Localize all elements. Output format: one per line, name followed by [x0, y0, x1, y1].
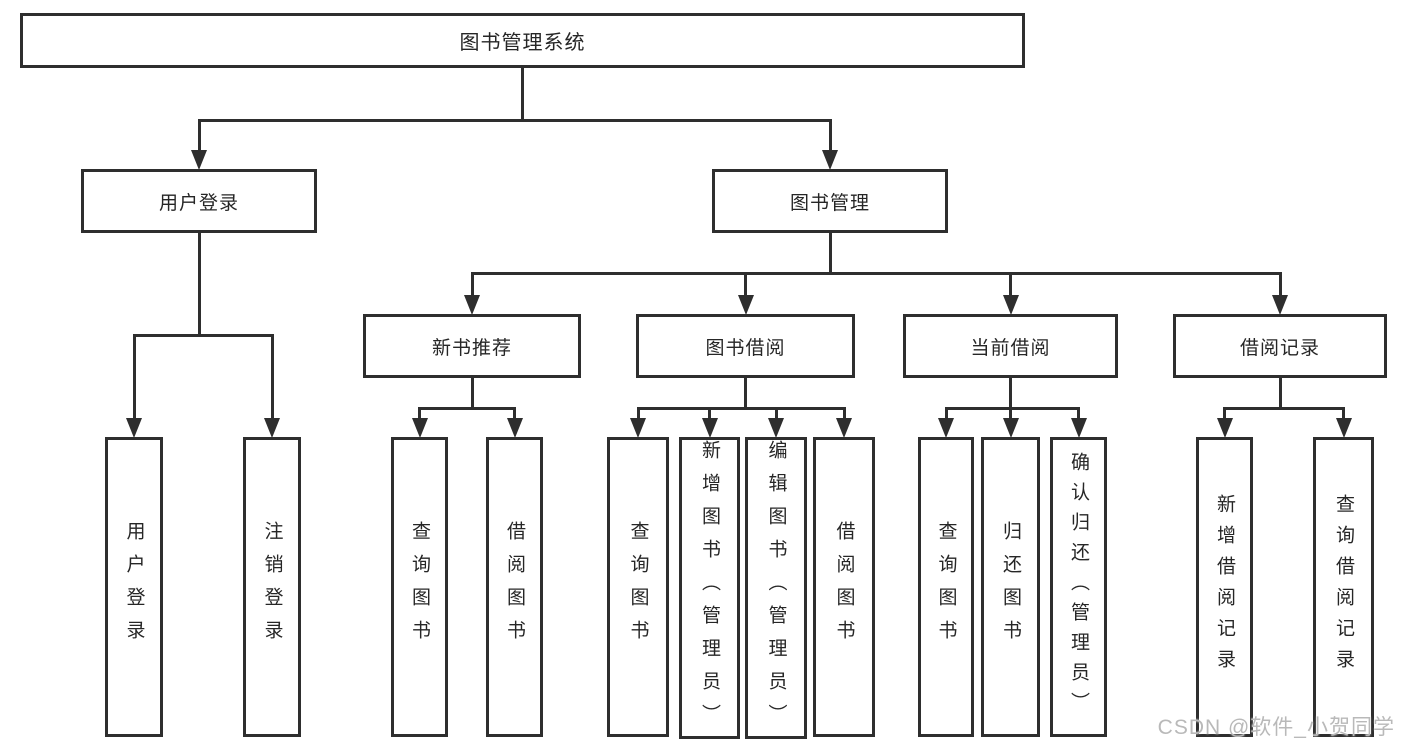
arrowhead-down-icon: [630, 418, 646, 438]
connector-line: [197, 120, 201, 154]
node-leaf-nbr-borrow-book: 借阅图书: [486, 437, 543, 737]
arrowhead-down-icon: [506, 418, 523, 438]
connector-line: [132, 333, 274, 337]
connector-line: [744, 376, 747, 410]
connector-line: [418, 406, 516, 410]
node-leaf-cb-query-book: 查询图书: [918, 437, 974, 737]
arrowhead-down-icon: [836, 418, 852, 438]
arrowhead-down-icon: [411, 418, 428, 438]
arrowhead-down-icon: [464, 295, 480, 315]
node-leaf-bb-query-book: 查询图书: [607, 437, 669, 737]
arrowhead-down-icon: [126, 418, 142, 438]
connector-line: [197, 231, 201, 337]
node-user-login: 用户登录: [81, 169, 317, 233]
node-leaf-cb-return-book: 归还图书: [981, 437, 1040, 737]
arrowhead-down-icon: [737, 295, 754, 315]
connector-line: [636, 406, 846, 410]
connector-line: [944, 406, 1080, 410]
connector-line: [744, 273, 747, 299]
node-leaf-bb-edit-book: 编辑图书（管理员）: [745, 437, 807, 739]
connector-line: [1009, 408, 1012, 422]
arrowhead-down-icon: [264, 418, 280, 438]
connector-line: [842, 408, 846, 422]
node-leaf-br-query-record: 查询借阅记录: [1313, 437, 1374, 737]
node-root: 图书管理系统: [20, 13, 1025, 68]
connector-line: [1278, 376, 1282, 410]
connector-line: [1009, 376, 1012, 410]
connector-line: [1223, 408, 1226, 422]
connector-line: [1278, 273, 1282, 299]
connector-line: [197, 118, 832, 122]
node-new-book-recommend: 新书推荐: [363, 314, 581, 378]
connector-line: [828, 120, 832, 154]
connector-line: [270, 335, 274, 422]
arrowhead-down-icon: [938, 418, 954, 438]
connector-line: [418, 408, 421, 422]
connector-line: [828, 231, 832, 275]
connector-line: [774, 408, 778, 422]
connector-line: [521, 66, 524, 122]
connector-line: [1342, 408, 1345, 422]
arrowhead-down-icon: [1335, 418, 1352, 438]
arrowhead-down-icon: [1070, 418, 1087, 438]
arrowhead-down-icon: [701, 418, 718, 438]
node-current-borrow: 当前借阅: [903, 314, 1118, 378]
csdn-watermark: CSDN @软件_小贺同学: [1157, 716, 1395, 739]
connector-line: [470, 273, 474, 299]
connector-line: [944, 408, 948, 422]
node-book-borrow: 图书借阅: [636, 314, 855, 378]
node-leaf-bb-add-book: 新增图书（管理员）: [679, 437, 740, 739]
node-book-mgmt: 图书管理: [712, 169, 948, 233]
node-leaf-logout-login: 注销登录: [243, 437, 301, 737]
arrowhead-down-icon: [1272, 295, 1288, 315]
arrowhead-down-icon: [191, 150, 207, 170]
connector-line: [470, 271, 1282, 275]
node-leaf-bb-borrow-book: 借阅图书: [813, 437, 875, 737]
node-borrow-records: 借阅记录: [1173, 314, 1387, 378]
arrowhead-down-icon: [1002, 418, 1019, 438]
node-leaf-cb-confirm-return: 确认归还（管理员）: [1050, 437, 1107, 737]
arrowhead-down-icon: [1002, 295, 1019, 315]
connector-line: [513, 408, 516, 422]
arrowhead-down-icon: [822, 150, 838, 170]
connector-line: [636, 408, 640, 422]
connector-line: [1077, 408, 1080, 422]
connector-line: [470, 376, 474, 410]
arrowhead-down-icon: [1216, 418, 1233, 438]
node-leaf-user-login: 用户登录: [105, 437, 163, 737]
node-leaf-nbr-query-book: 查询图书: [391, 437, 448, 737]
node-leaf-br-add-record: 新增借阅记录: [1196, 437, 1253, 737]
connector-line: [132, 335, 136, 422]
connector-line: [1009, 273, 1012, 299]
arrowhead-down-icon: [768, 418, 784, 438]
connector-line: [708, 408, 711, 422]
connector-line: [1223, 406, 1345, 410]
